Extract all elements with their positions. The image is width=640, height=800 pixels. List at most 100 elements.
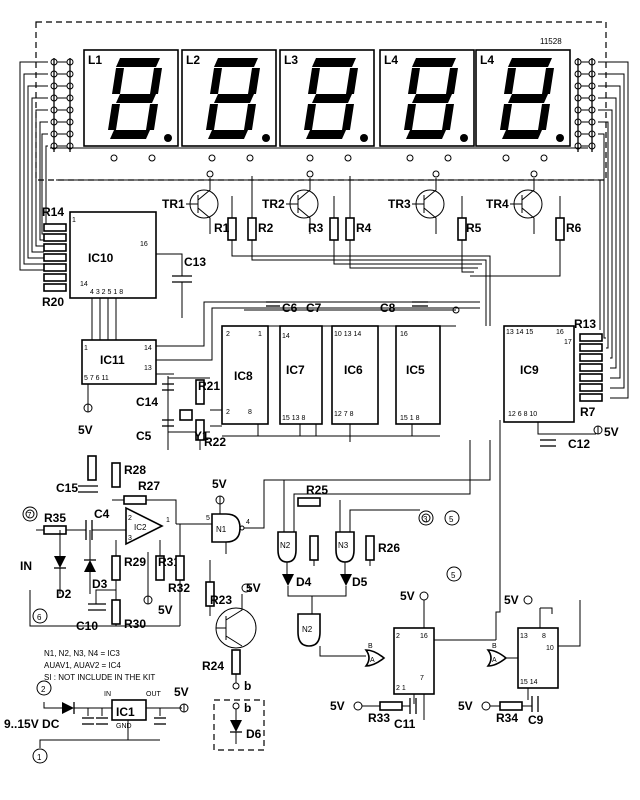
connector-b-2: b	[244, 701, 251, 715]
c5-label: C4	[94, 507, 110, 521]
r5-label: R5	[466, 221, 482, 235]
r33-label: R31	[158, 555, 180, 569]
r1-label: R1	[214, 221, 230, 235]
r31-label: R29	[124, 555, 146, 569]
ic9-5v-label: 5V	[604, 425, 619, 439]
xor-a-right: A B	[486, 643, 508, 667]
ic10-label: IC10	[88, 251, 114, 265]
led-board-outline	[213, 699, 265, 751]
n2-upper-label: N2	[280, 541, 291, 550]
r20-label: R20	[42, 295, 64, 309]
svg-text:4: 4	[246, 519, 250, 526]
c8-label: C8	[380, 301, 396, 315]
left-bus	[19, 61, 48, 271]
d6-label: D6	[246, 727, 262, 741]
svg-text:2: 2	[396, 633, 400, 640]
ic10: IC10 1 16 14 4 3 2 5 1 8	[69, 211, 157, 299]
input-amplifier: R28 C15 R27 IC2 2 3 1 7 R35 C4 IN D2 D3 …	[20, 455, 190, 633]
ic4-right-5v-label: 5V	[504, 593, 519, 607]
svg-text:12 6 8 10: 12 6 8 10	[508, 411, 537, 418]
r32-label: R30	[124, 617, 146, 631]
npn-transistor-icon: TR2	[262, 170, 319, 234]
r22-label: R22	[204, 435, 226, 449]
svg-text:13: 13	[520, 633, 528, 640]
op-amp-icon	[125, 506, 164, 546]
display-label: L3	[284, 53, 298, 67]
r24-label: R26	[378, 541, 400, 555]
diode-d5-icon	[340, 574, 352, 586]
svg-text:1: 1	[84, 345, 88, 352]
ic1-pin-out: OUT	[146, 691, 162, 698]
svg-text:1: 1	[166, 517, 170, 524]
r7-label: R7	[580, 405, 596, 419]
svg-text:14: 14	[80, 281, 88, 288]
r28-5v-label: 5V	[458, 699, 473, 713]
r7-r13-array: R13 R7	[574, 317, 603, 419]
svg-text:2: 2	[128, 515, 132, 522]
gate-n2-n3: R25 N2 N3 R26 D4 D5 3 5 5	[277, 440, 471, 597]
gate-n2-lower: N2	[297, 596, 366, 657]
seven-segment-display-icon: L1	[83, 49, 179, 162]
terminal-6: 6	[37, 613, 42, 622]
c13: C13	[156, 253, 206, 318]
svg-text:17: 17	[564, 339, 572, 346]
svg-text:16: 16	[400, 331, 408, 338]
svg-text:15 14: 15 14	[520, 679, 538, 686]
svg-text:5: 5	[206, 515, 210, 522]
ic2-label: IC2	[134, 523, 147, 532]
r13-label: R13	[574, 317, 596, 331]
svg-text:4 3 2 5 1 8: 4 3 2 5 1 8	[90, 289, 123, 296]
led-icon	[230, 720, 242, 732]
c13-label: C13	[184, 255, 206, 269]
svg-text:1: 1	[258, 331, 262, 338]
r30-label: R28	[124, 463, 146, 477]
svg-text:14: 14	[282, 333, 290, 340]
r14-label: R14	[42, 205, 64, 219]
c15-label: C15	[56, 481, 78, 495]
d2-label: D2	[56, 587, 72, 601]
npn-transistor-icon: TR1	[162, 170, 219, 234]
terminal-5-bottom: 5	[451, 571, 456, 580]
c9-label: C9	[528, 713, 544, 727]
ic7-label: IC7	[286, 363, 305, 377]
ic11-label: IC11	[100, 353, 125, 367]
oscillator: C14 R21 Y1 R22 C5	[136, 376, 226, 450]
c11-label: C14	[136, 395, 158, 409]
ic9-label: IC9	[520, 363, 539, 377]
r34-label: R32	[168, 581, 190, 595]
c10-label: C5	[136, 429, 152, 443]
svg-text:3: 3	[128, 535, 132, 542]
transistor-label: TR3	[388, 197, 411, 211]
r6-label: R6	[566, 221, 582, 235]
r21-label: R21	[198, 379, 220, 393]
d3-label: D3	[92, 577, 108, 591]
seven-segment-display-icon: L4	[379, 49, 475, 162]
svg-text:10: 10	[546, 645, 554, 652]
svg-text:14: 14	[144, 345, 152, 352]
board-ref-label: 11528	[540, 37, 562, 46]
r35-label: R35	[44, 511, 66, 525]
note-line-3: SI : NOT INCLUDE IN THE KIT	[44, 673, 155, 682]
r23-label: R25	[306, 483, 328, 497]
npn-transistor-icon: TR3	[388, 170, 445, 234]
c6-label: C6	[282, 301, 298, 315]
crystal-icon	[179, 409, 193, 421]
ic1-label: IC1	[116, 705, 135, 719]
c12-label: C12	[568, 437, 590, 451]
n1-5v-label: 5V	[212, 477, 227, 491]
terminal-1: 1	[37, 753, 42, 762]
svg-text:16: 16	[420, 633, 428, 640]
n2-lower-label: N2	[302, 625, 313, 634]
r29-label: R27	[138, 479, 160, 493]
display-label: L4	[384, 53, 398, 67]
ic5-label: IC5	[406, 363, 425, 377]
terminal-7: 7	[27, 511, 32, 520]
r27-label: R33	[368, 711, 390, 725]
terminal-5-top: 5	[449, 515, 454, 524]
gate-n1: 5V N1 5 4 R23 5V R24 b b D6	[176, 440, 491, 751]
svg-text:2: 2	[226, 331, 230, 338]
right-bus	[598, 61, 629, 399]
ic7: IC7 14 15 13 8	[279, 325, 323, 425]
